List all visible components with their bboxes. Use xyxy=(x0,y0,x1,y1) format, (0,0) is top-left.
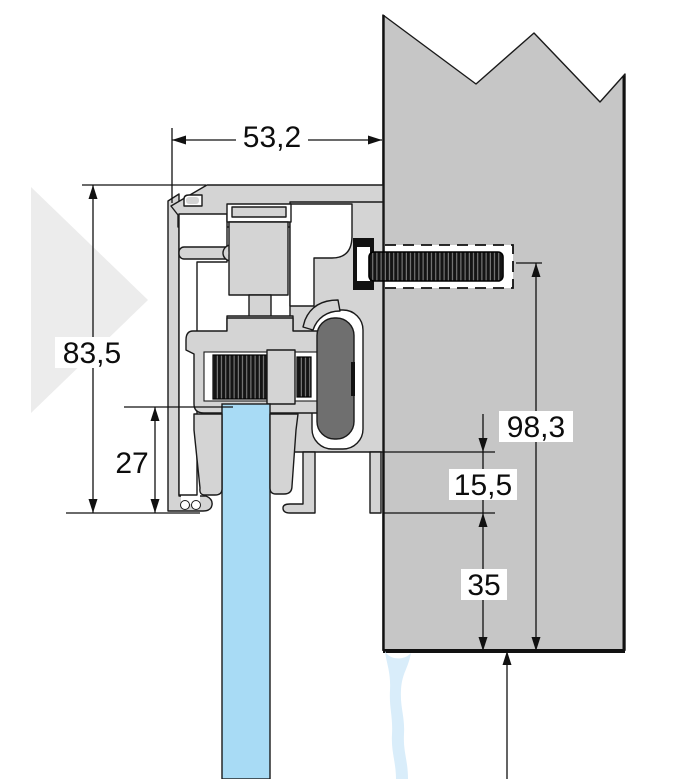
drill-hole-outline xyxy=(384,244,514,289)
profile-left-wall xyxy=(167,193,213,512)
dimension-arrows xyxy=(88,135,541,665)
glass-jaw-right xyxy=(269,413,299,495)
wall-section xyxy=(382,14,626,651)
dim-27-label: 27 xyxy=(115,447,148,480)
watermark-arrow xyxy=(31,187,148,413)
buffer-contact-strip xyxy=(351,362,355,396)
dimension-label-backgrounds xyxy=(55,121,573,600)
cover-clip-tab xyxy=(186,197,199,204)
glass-jaw-left xyxy=(193,413,223,496)
dim-83-5-label: 83,5 xyxy=(63,337,121,370)
rubber-buffer xyxy=(316,317,355,440)
bottom-guide-leg xyxy=(282,451,316,514)
clamp-mid-block xyxy=(266,349,296,405)
dim-35-label: 35 xyxy=(467,569,500,602)
anchor-bolt xyxy=(368,251,504,282)
profile-foot-curl xyxy=(180,495,201,510)
dimension-lines xyxy=(66,128,542,779)
adjustment-thread-small xyxy=(296,356,312,398)
bolt-washer-center xyxy=(357,247,370,281)
profile-finger xyxy=(302,299,341,331)
dim-98-3-label: 98,3 xyxy=(507,411,565,444)
glass-panel xyxy=(221,403,271,779)
roller-carriage-block xyxy=(228,221,289,296)
cavity-upper-middle xyxy=(289,203,353,307)
wall-side-leg xyxy=(369,451,382,514)
dim-53-2-label: 53,2 xyxy=(243,121,301,154)
water-drip xyxy=(385,651,411,779)
dim-15-5-label: 15,5 xyxy=(454,469,512,502)
adjustment-thread-large xyxy=(212,354,268,400)
rail-insert xyxy=(231,206,287,218)
